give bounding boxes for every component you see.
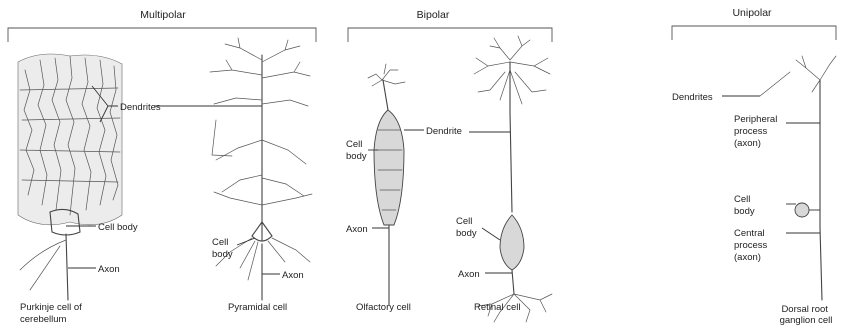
retinal-cell-drawing bbox=[474, 36, 552, 322]
label-dendrites-unipolar: Dendrites bbox=[672, 92, 713, 103]
leader-lines bbox=[66, 86, 820, 274]
label-cell-body-purkinje: Cell body bbox=[98, 222, 138, 233]
group-label-multipolar: Multipolar bbox=[140, 9, 186, 21]
label-axon-pyramidal: Axon bbox=[282, 270, 304, 281]
bipolar-bracket bbox=[348, 28, 552, 42]
group-label-unipolar: Unipolar bbox=[732, 7, 772, 19]
caption-olfactory: Olfactory cell bbox=[356, 302, 411, 313]
label-cell-body-retinal: Cell body bbox=[456, 216, 477, 239]
label-cell-body-drg: Cell body bbox=[734, 194, 755, 217]
unipolar-bracket bbox=[672, 26, 836, 40]
pyramidal-cell-drawing bbox=[210, 38, 312, 300]
label-axon-retinal: Axon bbox=[458, 269, 480, 280]
label-cell-body-pyramidal: Cell body bbox=[212, 237, 233, 260]
group-label-bipolar: Bipolar bbox=[417, 9, 450, 21]
label-peripheral-process: Peripheral process (axon) bbox=[734, 114, 780, 149]
label-central-process: Central process (axon) bbox=[734, 228, 770, 263]
caption-purkinje: Purkinje cell of cerebellum bbox=[20, 302, 84, 325]
label-cell-body-olfactory: Cell body bbox=[346, 139, 367, 162]
drg-cell-drawing bbox=[760, 56, 836, 300]
caption-retinal: Retinal cell bbox=[474, 302, 520, 313]
label-dendrite-olfactory: Dendrite bbox=[426, 126, 462, 137]
caption-pyramidal: Pyramidal cell bbox=[228, 302, 287, 313]
multipolar-bracket bbox=[8, 28, 316, 42]
label-axon-olfactory: Axon bbox=[346, 224, 368, 235]
caption-drg: Dorsal root ganglion cell bbox=[780, 304, 833, 326]
label-axon-purkinje: Axon bbox=[98, 264, 120, 275]
olfactory-cell-drawing bbox=[368, 64, 405, 305]
label-dendrites-multipolar: Dendrites bbox=[120, 102, 161, 113]
